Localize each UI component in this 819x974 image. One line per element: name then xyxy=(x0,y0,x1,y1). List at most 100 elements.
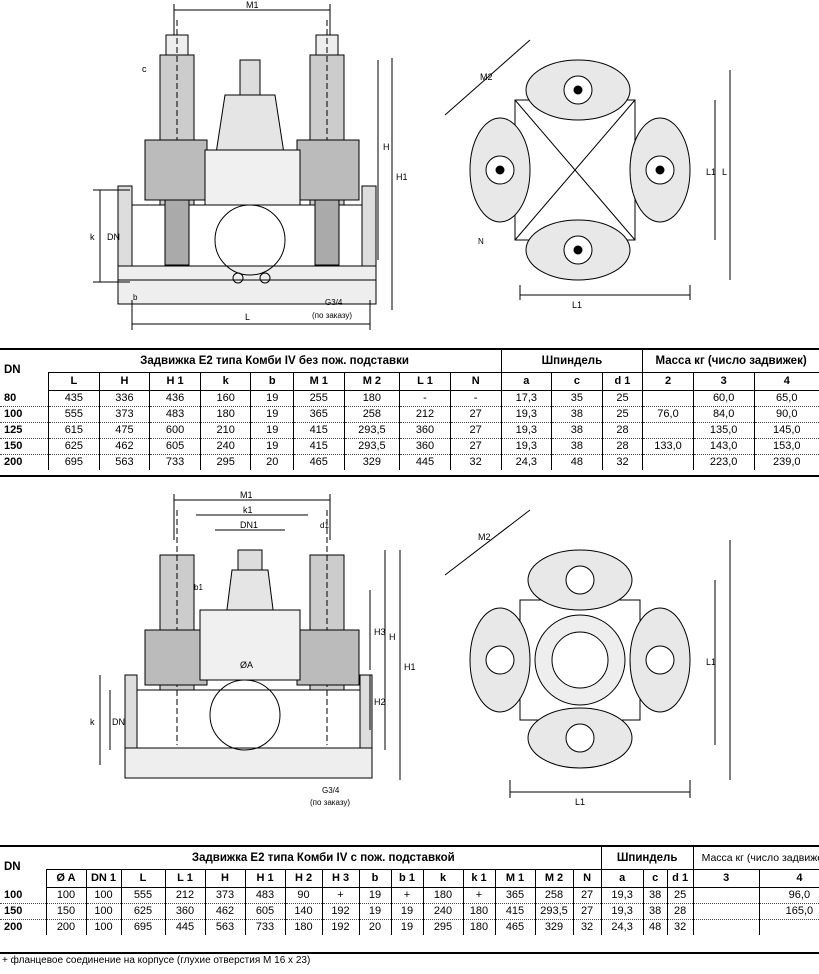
table-cell: 435 xyxy=(48,390,100,407)
col-header: Ø A xyxy=(45,869,86,888)
table-cell: 32 xyxy=(449,454,502,470)
dim-h1: H1 xyxy=(396,172,408,182)
row-dn: 125 xyxy=(0,422,49,439)
table-cell: 615 xyxy=(48,422,100,439)
table-cell: 19 xyxy=(250,422,294,439)
table-cell: 28 xyxy=(666,903,694,920)
table-cell: 150 xyxy=(45,903,86,920)
table-cell: 329 xyxy=(534,919,573,935)
table-cell: 24,3 xyxy=(500,454,552,470)
table-cell: 462 xyxy=(98,438,150,455)
table-cell: 255 xyxy=(292,390,345,407)
dim-k: k xyxy=(90,232,95,242)
col-header: 2 xyxy=(642,372,694,391)
table-cell: + xyxy=(390,887,423,904)
table-cell: 555 xyxy=(48,406,100,423)
table-cell xyxy=(692,903,760,920)
col-header: 3 xyxy=(692,372,755,391)
table-cell: 140 xyxy=(284,903,322,920)
dim2-h: H xyxy=(389,632,396,642)
table-cell: 293,5 xyxy=(343,438,400,455)
table-cell: 90 xyxy=(284,887,322,904)
dim2-h1: H1 xyxy=(404,662,416,672)
table-cell: 20 xyxy=(250,454,294,470)
table-cell: 24,3 xyxy=(600,919,644,935)
table-cell: + xyxy=(321,887,359,904)
col-header: 4 xyxy=(753,372,819,391)
table-cell: 445 xyxy=(164,919,205,935)
table-cell: 200 xyxy=(45,919,86,935)
table-with-stand: DN Задвижка E2 типа Комби IV с пож. подс… xyxy=(0,847,819,935)
col-header: c xyxy=(551,372,603,391)
table-cell: 180 xyxy=(462,903,495,920)
table-cell: - xyxy=(399,390,451,407)
table-cell: 329 xyxy=(343,454,400,470)
table-cell: 19,3 xyxy=(500,406,552,423)
table-cell: 28 xyxy=(601,438,643,455)
table-cell: 212 xyxy=(399,406,451,423)
table-cell: 415 xyxy=(494,903,535,920)
table-cell: 100 xyxy=(85,919,121,935)
header-title: Задвижка E2 типа Комби IV без пож. подст… xyxy=(140,354,409,367)
table-cell: 192 xyxy=(321,903,359,920)
table-cell: 20 xyxy=(358,919,391,935)
table-cell: - xyxy=(449,390,502,407)
table-cell: 153,0 xyxy=(753,438,819,455)
table-cell: 28 xyxy=(601,422,643,439)
col-header: b xyxy=(250,372,294,391)
table-cell: 25 xyxy=(601,406,643,423)
table-cell: 19 xyxy=(390,903,423,920)
table-cell: 365 xyxy=(494,887,535,904)
col-header: k xyxy=(422,869,463,888)
table-cell: 600 xyxy=(149,422,201,439)
col-header: H 3 xyxy=(321,869,359,888)
table-cell: 293,5 xyxy=(534,903,573,920)
table-cell: 625 xyxy=(48,438,100,455)
table-cell: 212 xyxy=(164,887,205,904)
table-cell: 475 xyxy=(98,422,150,439)
table-cell: 258 xyxy=(343,406,400,423)
table-cell: 19,3 xyxy=(600,903,644,920)
table-cell: 465 xyxy=(292,454,345,470)
row-dn: 80 xyxy=(4,391,17,404)
dim-m1: M1 xyxy=(246,0,259,10)
table-cell: 695 xyxy=(48,454,100,470)
col-header: b xyxy=(358,869,391,888)
table-cell: 38 xyxy=(551,406,603,423)
dim-m2: M2 xyxy=(480,72,493,82)
dim2-l1-horiz: L1 xyxy=(575,797,585,807)
table-cell: 19 xyxy=(390,919,423,935)
dim2-k: k xyxy=(90,717,95,727)
dim-c: c xyxy=(142,64,147,74)
table-cell: 180 xyxy=(422,887,463,904)
dim-l1-horiz: L1 xyxy=(572,300,582,310)
dim2-b1: b1 xyxy=(194,583,203,592)
dim2-m1: M1 xyxy=(240,490,253,500)
table-cell: 695 xyxy=(120,919,165,935)
table-cell: 27 xyxy=(572,887,602,904)
dim2-l1-vert: L1 xyxy=(706,657,716,667)
table-cell: 19,3 xyxy=(500,422,552,439)
table-cell: 76,0 xyxy=(642,406,694,423)
table-cell: 100 xyxy=(85,887,121,904)
col-header: a xyxy=(600,869,644,888)
table-cell: 27 xyxy=(572,903,602,920)
table-cell xyxy=(692,919,760,935)
side-view-1 xyxy=(93,4,393,330)
table-cell: 462 xyxy=(204,903,245,920)
dim-l: L xyxy=(245,312,250,322)
dim2-k1: k1 xyxy=(243,505,253,515)
table-cell: 293,5 xyxy=(343,422,400,439)
table-cell: 38 xyxy=(551,422,603,439)
table-cell: 60,0 xyxy=(692,390,755,407)
table-cell: 180 xyxy=(199,406,251,423)
table-cell xyxy=(642,454,694,470)
table-cell: 19 xyxy=(358,903,391,920)
table-cell: 100 xyxy=(45,887,86,904)
dim2-oa: ØA xyxy=(240,660,253,670)
dim2-dn: DN xyxy=(112,717,125,727)
table1-frame xyxy=(0,348,819,477)
dim-note: (по заказу) xyxy=(312,311,352,320)
dim2-g34: G3/4 xyxy=(322,786,340,795)
